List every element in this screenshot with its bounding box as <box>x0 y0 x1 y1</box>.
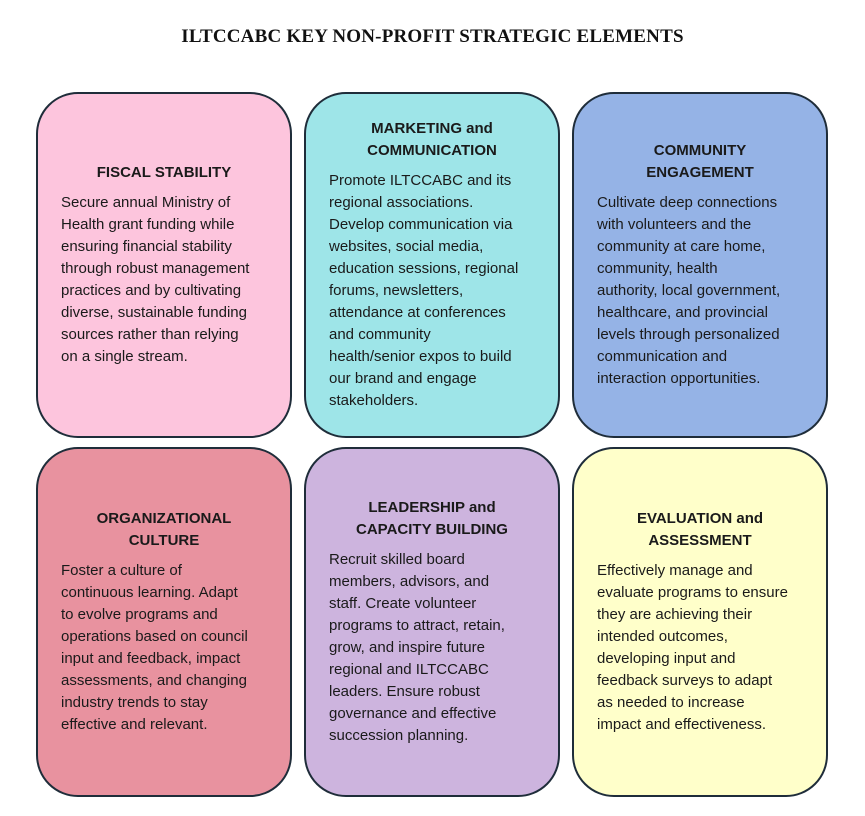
card-body-line: continuous learning. Adapt <box>61 584 238 601</box>
card-body-line: authority, local government, <box>597 282 781 299</box>
card-body-line: intended outcomes, <box>597 628 728 645</box>
card-heading-line: CULTURE <box>128 532 200 549</box>
card-body-line: attendance at conferences <box>329 304 506 321</box>
card-body-line: leaders. Ensure robust <box>329 683 480 700</box>
card-body-line: to evolve programs and <box>61 606 218 623</box>
card-body-line: regional associations. <box>329 194 474 211</box>
card-body-line: practices and by cultivating <box>61 282 242 299</box>
card-body-line: Secure annual Ministry of <box>61 194 231 211</box>
card-body-line: on a single stream. <box>61 348 188 365</box>
card-body-line: operations based on council <box>61 628 248 645</box>
card-body-line: education sessions, regional <box>329 260 519 277</box>
card-body-line: succession planning. <box>329 727 469 744</box>
card-body-line: governance and effective <box>329 705 497 722</box>
card-body-line: forums, newsletters, <box>329 282 464 299</box>
card-body: Recruit skilled board members, advisors, … <box>306 549 558 747</box>
card-body-line: community, health <box>597 260 718 277</box>
card-body-line: Foster a culture of <box>61 562 182 579</box>
card-heading: FISCAL STABILITY <box>38 162 290 184</box>
card-organizational-culture: ORGANIZATIONAL CULTURE Foster a culture of… <box>36 447 292 797</box>
card-body-line: ensuring financial stability <box>61 238 232 255</box>
card-body-line: developing input and <box>597 650 736 667</box>
card-body-line: staff. Create volunteer <box>329 595 477 612</box>
card-body-line: members, advisors, and <box>329 573 490 590</box>
card-heading-line: ORGANIZATIONAL <box>96 510 232 527</box>
card-body-line: as needed to increase <box>597 694 745 711</box>
card-body-line: input and feedback, impact <box>61 650 241 667</box>
card-heading-line: ASSESSMENT <box>648 532 752 549</box>
card-body-line: our brand and engage <box>329 370 477 387</box>
card-heading: ORGANIZATIONAL CULTURE <box>38 508 290 552</box>
card-body: Cultivate deep connections with volunteer… <box>574 192 826 390</box>
card-heading-line: MARKETING and <box>371 120 493 137</box>
card-body-line: Promote ILTCCABC and its <box>329 172 512 189</box>
card-heading-line: CAPACITY BUILDING <box>356 521 508 538</box>
card-body-line: healthcare, and provincial <box>597 304 768 321</box>
card-heading-line: FISCAL STABILITY <box>96 164 232 181</box>
card-body-line: grow, and inspire future <box>329 639 485 656</box>
card-body: Promote ILTCCABC and its regional associa… <box>306 170 558 412</box>
card-body-line: Health grant funding while <box>61 216 235 233</box>
card-body: Foster a culture of continuous learning. … <box>38 560 290 736</box>
card-body-line: community at care home, <box>597 238 766 255</box>
card-body-line: regional and ILTCCABC <box>329 661 489 678</box>
card-body: Secure annual Ministry of Health grant fu… <box>38 192 290 368</box>
card-body-line: diverse, sustainable funding <box>61 304 247 321</box>
card-heading-line: LEADERSHIP and <box>368 499 496 516</box>
card-community-engagement: COMMUNITY ENGAGEMENT Cultivate deep connec… <box>572 92 828 438</box>
card-fiscal-stability: FISCAL STABILITY Secure annual Ministry o… <box>36 92 292 438</box>
card-body-line: Effectively manage and <box>597 562 753 579</box>
card-body-line: evaluate programs to ensure <box>597 584 788 601</box>
card-heading-line: EVALUATION and <box>636 510 764 527</box>
card-body-line: they are achieving their <box>597 606 753 623</box>
card-body-line: communication and <box>597 348 728 365</box>
card-body-line: and community <box>329 326 431 343</box>
card-body-line: Develop communication via <box>329 216 513 233</box>
card-body-line: impact and effectiveness. <box>597 716 766 733</box>
card-body-line: effective and relevant. <box>61 716 208 733</box>
card-body-line: interaction opportunities. <box>597 370 761 387</box>
card-body-line: websites, social media, <box>329 238 484 255</box>
card-body-line: Cultivate deep connections <box>597 194 778 211</box>
card-body-line: assessments, and changing <box>61 672 247 689</box>
card-heading: COMMUNITY ENGAGEMENT <box>574 140 826 184</box>
card-heading-line: ENGAGEMENT <box>646 164 754 181</box>
card-body-line: industry trends to stay <box>61 694 208 711</box>
card-body-line: stakeholders. <box>329 392 419 409</box>
card-heading-line: COMMUNITY <box>653 142 747 159</box>
card-body-line: levels through personalized <box>597 326 780 343</box>
card-body-line: programs to attract, retain, <box>329 617 505 634</box>
card-body-line: health/senior expos to build <box>329 348 512 365</box>
page-title: ILTCCABC KEY NON-PROFIT STRATEGIC ELEMEN… <box>181 26 684 47</box>
card-body-line: feedback surveys to adapt <box>597 672 773 689</box>
card-body: Effectively manage and evaluate programs … <box>574 560 826 736</box>
card-body-line: sources rather than relying <box>61 326 239 343</box>
card-body-line: with volunteers and the <box>597 216 752 233</box>
card-body-line: through robust management <box>61 260 250 277</box>
card-heading-line: COMMUNICATION <box>367 142 497 159</box>
card-body-line: Recruit skilled board <box>329 551 465 568</box>
